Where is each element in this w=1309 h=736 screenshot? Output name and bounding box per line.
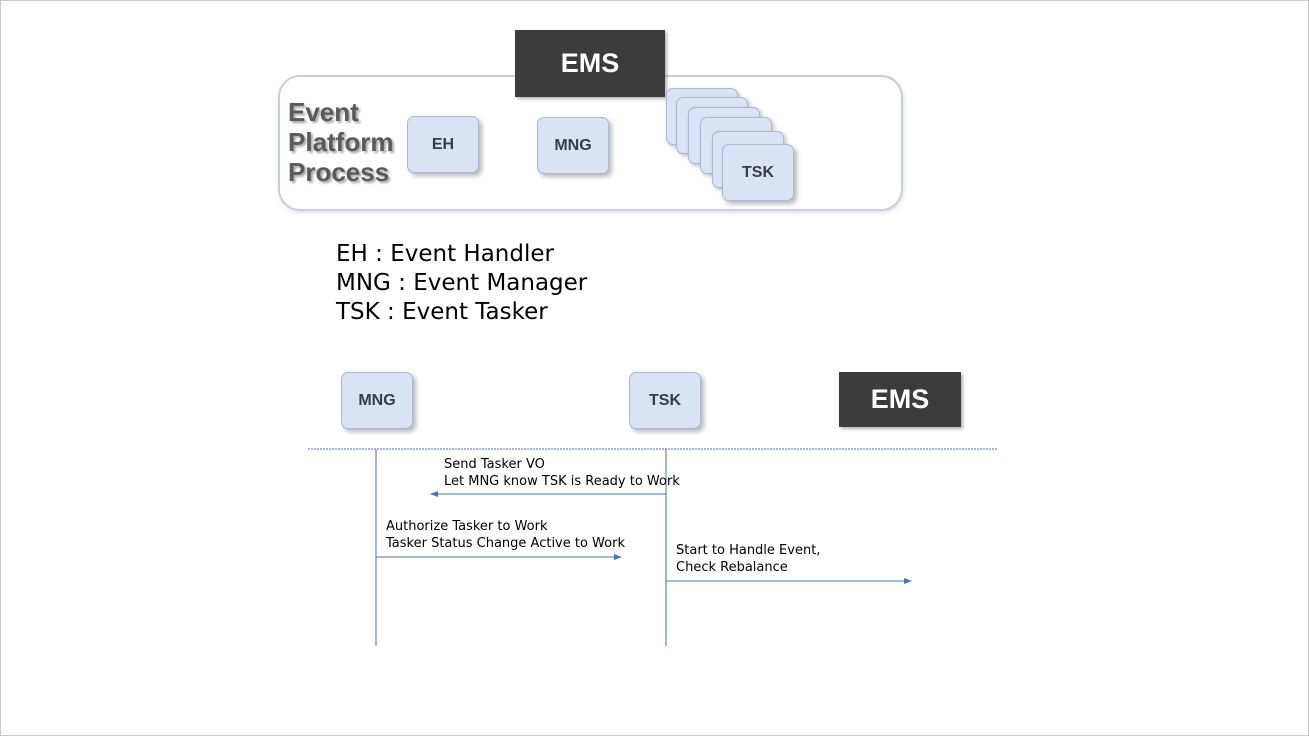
tsk-participant: TSK: [629, 372, 701, 429]
process-title-line: Platform: [288, 127, 394, 157]
legend-item: MNG : Event Manager: [336, 270, 588, 296]
process-title: Event Platform Process: [288, 97, 393, 187]
message-label: Start to Handle Event, Check Rebalance: [676, 542, 820, 576]
message-line: Let MNG know TSK is Ready to Work: [444, 474, 680, 489]
ems-box-top: EMS: [515, 30, 665, 97]
process-title-line: Event: [288, 97, 359, 127]
message-label: Authorize Tasker to Work Tasker Status C…: [386, 518, 625, 552]
message-label: Send Tasker VO Let MNG know TSK is Ready…: [444, 456, 680, 490]
legend-item: TSK : Event Tasker: [336, 299, 548, 325]
message-line: Authorize Tasker to Work: [386, 519, 548, 534]
mng-participant: MNG: [341, 372, 413, 429]
message-line: Send Tasker VO: [444, 457, 545, 472]
process-title-line: Process: [288, 157, 390, 187]
eh-box: EH: [407, 116, 479, 173]
tsk-box-top: TSK: [722, 144, 794, 201]
message-line: Check Rebalance: [676, 560, 788, 575]
ems-participant: EMS: [839, 372, 961, 427]
mng-box-top: MNG: [537, 117, 609, 174]
message-line: Tasker Status Change Active to Work: [386, 536, 625, 551]
message-line: Start to Handle Event,: [676, 543, 821, 558]
legend-item: EH : Event Handler: [336, 241, 554, 267]
legend: EH : Event Handler MNG : Event Manager T…: [336, 240, 587, 327]
